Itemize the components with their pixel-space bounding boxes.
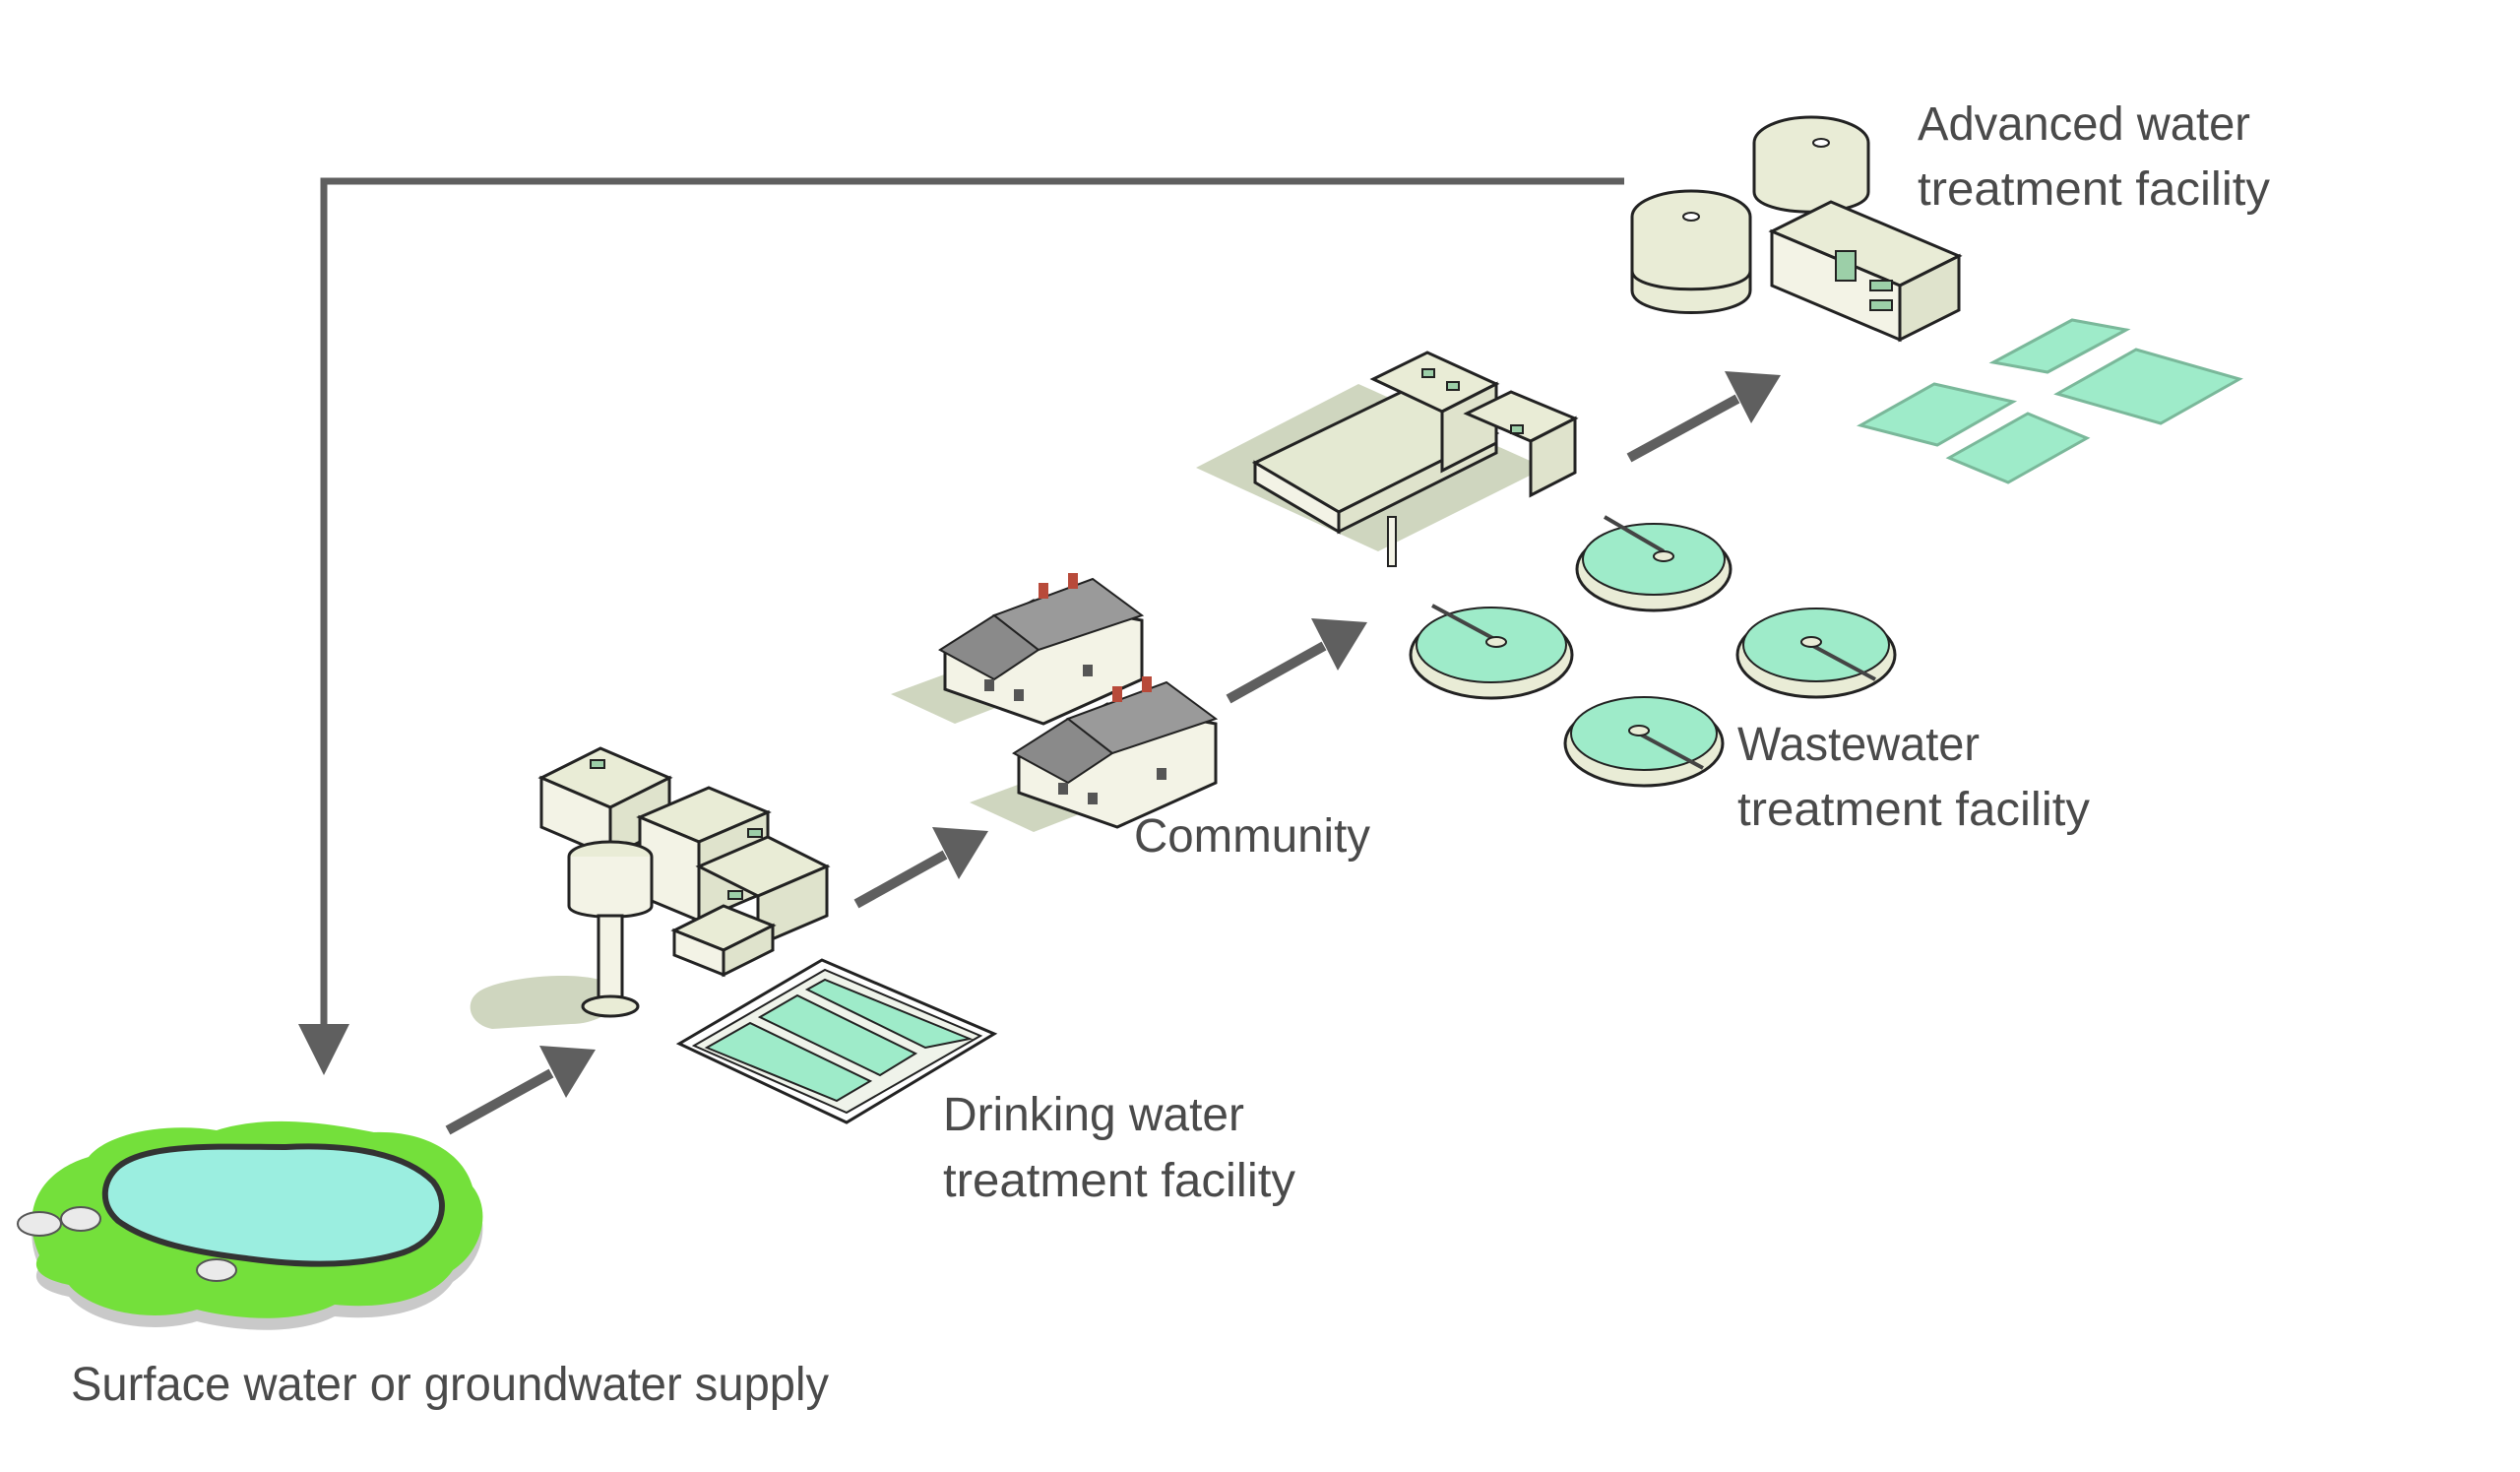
community-label: Community — [1134, 810, 1370, 863]
flow-arrow-community-to-wastewater — [1226, 618, 1367, 704]
advanced-label-line2: treatment facility — [1918, 163, 2270, 216]
drinking-label-line1: Drinking water — [943, 1089, 1244, 1141]
houses-icon — [891, 573, 1219, 832]
flow-arrow-source-to-drinking — [445, 1046, 596, 1135]
wastewater-label-line1: Wastewater — [1737, 719, 1980, 771]
advanced-treatment-plant-icon — [1630, 115, 2243, 484]
advanced-label-line1: Advanced water — [1918, 98, 2250, 151]
flow-arrow-drinking-to-community — [853, 827, 988, 909]
drinking-label-line2: treatment facility — [943, 1155, 1295, 1207]
return-flow-arrow — [298, 177, 1624, 1075]
source-label: Surface water or groundwater supply — [71, 1359, 829, 1411]
wastewater-label-line2: treatment facility — [1737, 784, 2090, 836]
flow-arrow-wastewater-to-advanced — [1626, 371, 1781, 463]
drinking-water-plant-icon — [470, 746, 998, 1124]
pond-icon — [17, 1120, 483, 1330]
wastewater-plant-icon — [1196, 351, 1897, 788]
